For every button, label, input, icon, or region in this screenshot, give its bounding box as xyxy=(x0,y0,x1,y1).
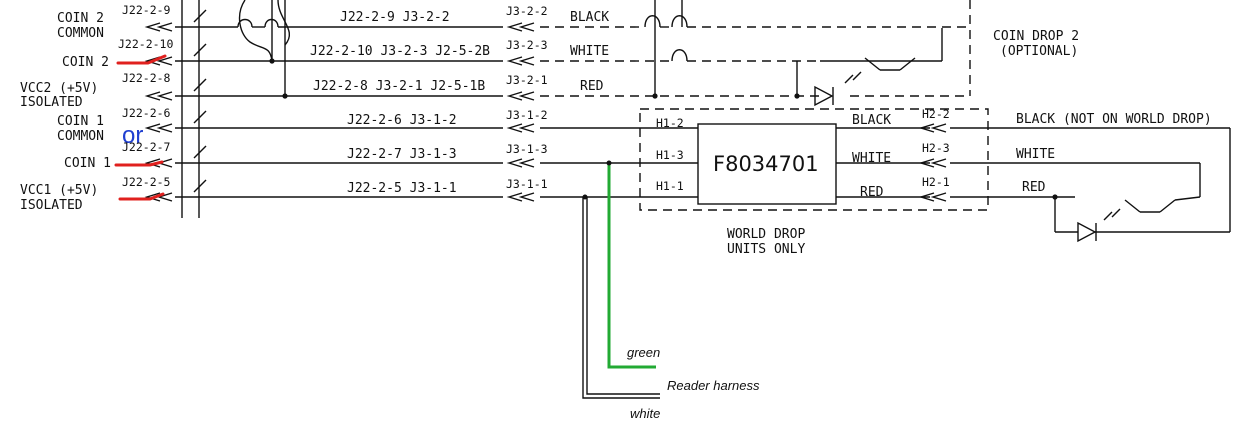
coin1-label: COIN 1 xyxy=(64,156,111,171)
coin2-common-label-2: COMMON xyxy=(57,26,104,41)
drop2-color-label: BLACK xyxy=(570,10,609,25)
wire-label: J22-2-9 J3-2-2 xyxy=(340,10,450,25)
coin1-common-label-2: COMMON xyxy=(57,129,104,144)
drop1-wires xyxy=(950,127,1231,243)
j3-label: J3-2-1 xyxy=(506,73,548,87)
h2-label: H2-3 xyxy=(922,141,950,155)
vcc1-label-2: ISOLATED xyxy=(20,198,83,213)
reader-harness-note: Reader harness xyxy=(667,378,760,393)
j3-arrows xyxy=(506,22,535,202)
pin-label: J22-2-7 xyxy=(122,140,171,154)
drop2-color-label: RED xyxy=(580,79,604,94)
module-label: F8034701 xyxy=(713,152,819,176)
pin-label: J22-2-10 xyxy=(118,37,173,51)
drop2-title: COIN DROP 2 xyxy=(993,29,1079,44)
world-drop-box xyxy=(639,108,989,211)
h2-label: H2-2 xyxy=(922,107,950,121)
junction-dot xyxy=(1052,194,1058,200)
f8034701-module xyxy=(697,123,837,205)
wire-label: J22-2-6 J3-1-2 xyxy=(347,113,457,128)
red-marks xyxy=(114,54,167,201)
wire-label: J22-2-5 J3-1-1 xyxy=(347,181,457,196)
j3-label: J3-1-2 xyxy=(506,108,548,122)
world-drop-label-2: UNITS ONLY xyxy=(727,242,805,257)
junction-dots-2 xyxy=(652,93,800,99)
green-wire-note: green xyxy=(627,345,660,360)
h1-label: H1-1 xyxy=(656,179,684,193)
wire-label: J22-2-7 J3-1-3 xyxy=(347,147,457,162)
pin-label: J22-2-8 xyxy=(122,71,171,85)
wire-label: J22-2-10 J3-2-3 J2-5-2B xyxy=(310,44,490,59)
main-wires xyxy=(175,0,503,198)
junction-dots xyxy=(269,58,288,99)
reader-harness-wires xyxy=(582,160,660,399)
coin-drop2-wires xyxy=(540,0,971,97)
module-color-label: BLACK xyxy=(852,113,891,128)
vcc1-label: VCC1 (+5V) xyxy=(20,183,98,198)
handwritten-or-note: or xyxy=(122,122,143,149)
h1-label: H1-2 xyxy=(656,116,684,130)
coin1-common-label: COIN 1 xyxy=(57,114,104,129)
drop2-sensor-icon xyxy=(814,57,916,107)
world-drop-label: WORLD DROP xyxy=(727,227,805,242)
j3-label: J3-2-2 xyxy=(506,4,548,18)
vcc2-label-2: ISOLATED xyxy=(20,95,83,110)
drop2-title-2: (OPTIONAL) xyxy=(1000,44,1078,59)
drop2-color-label: WHITE xyxy=(570,44,609,59)
coin2-common-label: COIN 2 xyxy=(57,11,104,26)
white-wire-note: white xyxy=(630,406,660,421)
pin-label: J22-2-6 xyxy=(122,106,171,120)
j3-label: J3-1-1 xyxy=(506,177,548,191)
drop1-color-label: WHITE xyxy=(1016,147,1055,162)
pin-label: J22-2-5 xyxy=(122,175,170,189)
module-color-label: RED xyxy=(860,185,884,200)
vcc2-label: VCC2 (+5V) xyxy=(20,81,98,96)
wire-label: J22-2-8 J3-2-1 J2-5-1B xyxy=(313,79,485,94)
connector-bars xyxy=(181,0,207,218)
h1-label: H1-3 xyxy=(656,148,684,162)
pin-label: J22-2-9 xyxy=(122,3,171,17)
h2-label: H2-1 xyxy=(922,175,950,189)
module-color-label: WHITE xyxy=(852,151,891,166)
drop1-color-label: BLACK (NOT ON WORLD DROP) xyxy=(1016,112,1212,127)
h2-arrows xyxy=(918,123,947,202)
coin2-label: COIN 2 xyxy=(62,55,109,70)
j3-label: J3-2-3 xyxy=(506,38,548,52)
drop1-color-label: RED xyxy=(1022,180,1046,195)
j3-label: J3-1-3 xyxy=(506,142,548,156)
